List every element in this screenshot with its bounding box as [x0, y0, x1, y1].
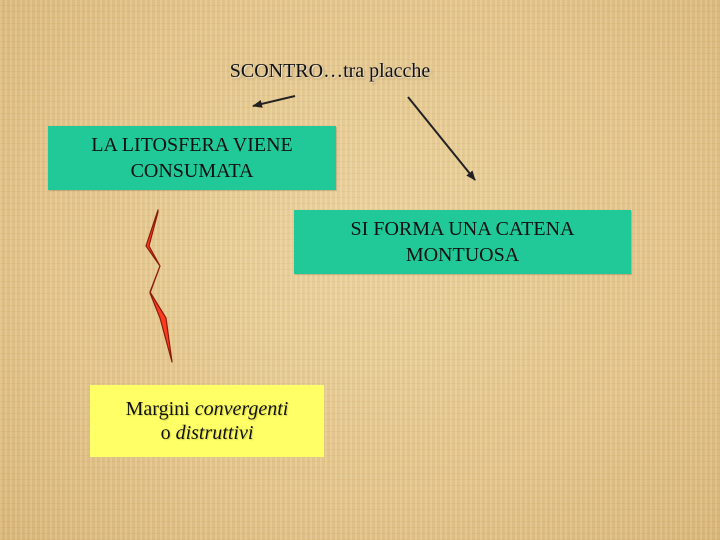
margini-line1: Margini convergenti [126, 397, 289, 421]
margini-line1-italic: convergenti [194, 398, 289, 420]
catena-line2: MONTUOSA [405, 244, 520, 266]
litosfera-line2: CONSUMATA [130, 160, 254, 182]
margini-line2-plain: o [160, 422, 176, 444]
arrow-to-catena [407, 96, 476, 181]
margini-line1-plain: Margini [125, 398, 195, 420]
box-litosfera-consumata: LA LITOSFERA VIENE CONSUMATA [48, 126, 336, 190]
margini-line2-italic: distruttivi [175, 422, 254, 444]
lightning-bolt-icon [145, 209, 173, 363]
litosfera-line1: LA LITOSFERA VIENE [91, 134, 293, 156]
catena-line1: SI FORMA UNA CATENA [350, 218, 575, 240]
diagram-title: SCONTRO…tra placche [229, 60, 431, 82]
box-margini-convergenti: Margini convergenti o distruttivi [90, 385, 324, 457]
box-catena-montuosa: SI FORMA UNA CATENA MONTUOSA [294, 210, 631, 274]
arrow-to-litosfera [252, 95, 296, 108]
margini-line2: o distruttivi [161, 421, 254, 445]
